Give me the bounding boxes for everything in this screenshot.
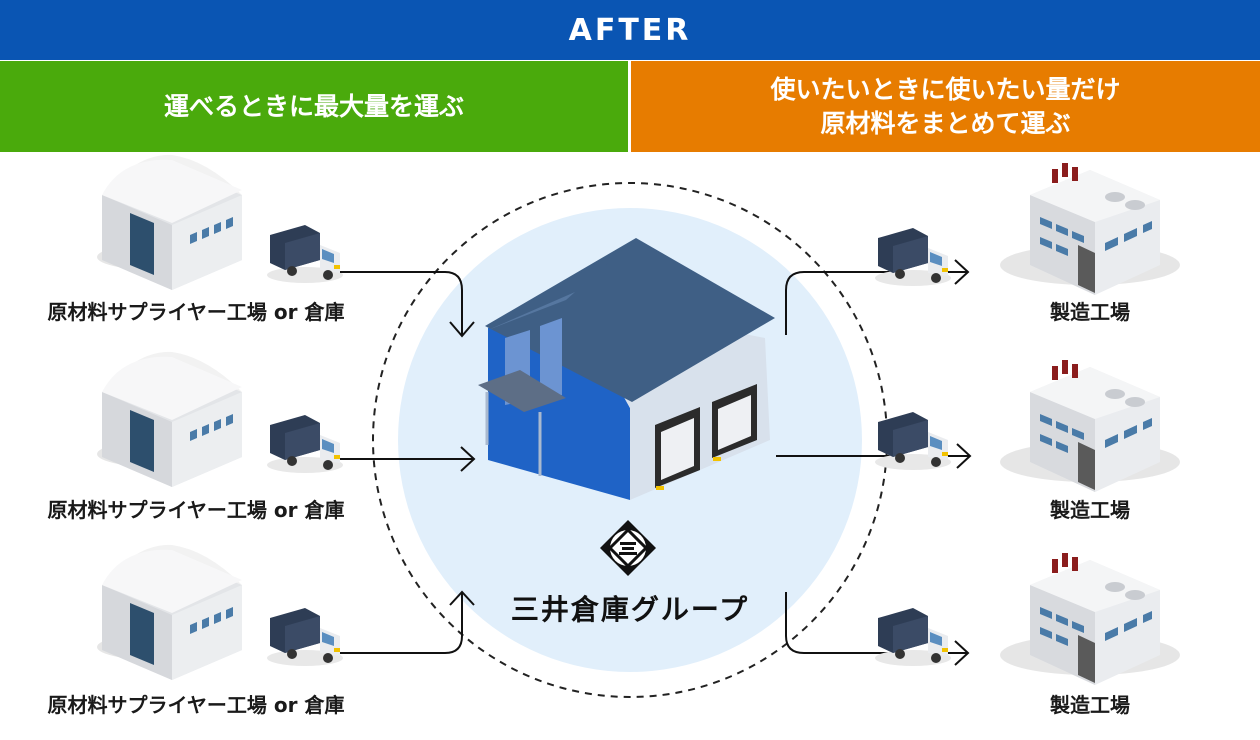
arrow-in-2-head bbox=[460, 446, 476, 472]
arrow-in-3 bbox=[340, 592, 463, 654]
mitsui-logo-icon bbox=[600, 520, 656, 576]
right-header-line2: 原材料をまとめて運ぶ bbox=[820, 108, 1071, 138]
right-header: 使いたいときに使いたい量だけ 原材料をまとめて運ぶ bbox=[631, 61, 1260, 152]
storage-icon-2 bbox=[97, 351, 242, 487]
source-label-2: 原材料サプライヤー工場 or 倉庫 bbox=[47, 498, 345, 522]
arrow-out-1 bbox=[785, 271, 968, 335]
factory-icon-2 bbox=[1000, 360, 1180, 492]
arrow-in-1 bbox=[340, 271, 463, 335]
arrow-out-2-head bbox=[956, 443, 972, 469]
factory-label-1: 製造工場 bbox=[1050, 300, 1130, 324]
right-header-line1: 使いたいときに使いたい量だけ bbox=[770, 74, 1121, 104]
truck-icon-out-2 bbox=[875, 412, 951, 470]
truck-icon-out-1 bbox=[875, 228, 951, 286]
factory-label-3: 製造工場 bbox=[1050, 693, 1130, 717]
arrow-in-1-head bbox=[449, 321, 475, 338]
after-banner: AFTER bbox=[0, 0, 1260, 60]
company-name: 三井倉庫グループ bbox=[510, 593, 750, 626]
arrow-out-3 bbox=[785, 592, 968, 654]
truck-icon-src-2 bbox=[267, 415, 343, 473]
left-header: 運べるときに最大量を運ぶ bbox=[0, 61, 628, 152]
arrow-out-1-head bbox=[954, 259, 970, 285]
truck-icon-src-1 bbox=[267, 225, 343, 283]
factory-icon-1 bbox=[1000, 163, 1180, 295]
source-label-3: 原材料サプライヤー工場 or 倉庫 bbox=[47, 693, 345, 717]
warehouse-icon bbox=[478, 238, 775, 500]
truck-icon-out-3 bbox=[875, 608, 951, 666]
factory-icon-3 bbox=[1000, 553, 1180, 685]
storage-icon-3 bbox=[97, 544, 242, 680]
truck-icon-src-3 bbox=[267, 608, 343, 666]
arrow-in-3-head bbox=[449, 590, 475, 606]
storage-icon-1 bbox=[97, 154, 242, 290]
inbound-arrows bbox=[340, 271, 476, 654]
factory-label-2: 製造工場 bbox=[1050, 498, 1130, 522]
source-label-1: 原材料サプライヤー工場 or 倉庫 bbox=[47, 300, 345, 324]
arrow-out-3-head bbox=[954, 640, 970, 666]
